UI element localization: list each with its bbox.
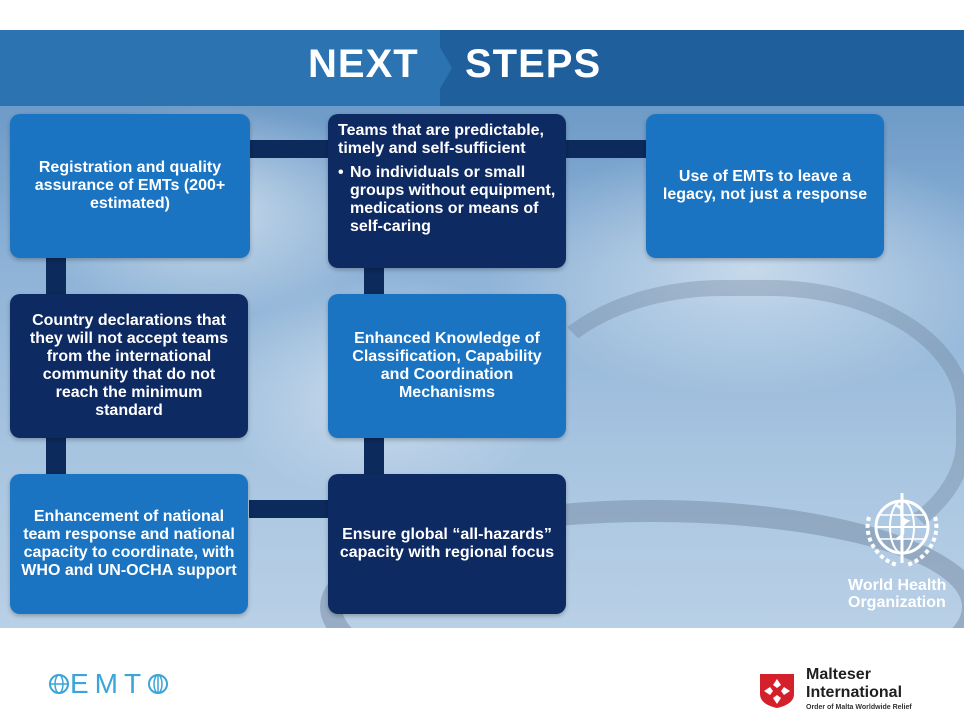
- bullet-icon: •: [338, 164, 344, 181]
- connector: [249, 140, 329, 158]
- chevron-icon: [430, 30, 452, 106]
- connector: [249, 500, 329, 518]
- box-registration: Registration and quality assurance of EM…: [10, 114, 250, 258]
- connector: [364, 266, 384, 296]
- connector: [46, 436, 66, 476]
- connector: [46, 256, 66, 296]
- malteser-line2: International: [806, 684, 903, 701]
- who-small-icon: [148, 674, 169, 694]
- who-name-line1: World Health: [848, 577, 947, 594]
- malteser-tagline: Order of Malta Worldwide Relief: [806, 704, 912, 711]
- malteser-text: Malteser International Order of Malta Wo…: [806, 666, 912, 711]
- box-country: Country declarations that they will not …: [10, 294, 248, 438]
- who-name-line2: Organization: [848, 594, 946, 611]
- box-teams: Teams that are predictable, timely and s…: [328, 114, 566, 268]
- who-emblem-icon: [865, 493, 939, 567]
- malteser-line1: Malteser: [806, 666, 871, 683]
- maltese-cross-icon: [760, 673, 794, 708]
- title-steps: STEPS: [465, 42, 602, 86]
- who-logo: World Health Organization: [848, 487, 956, 611]
- box-global: Ensure global “all-hazards” capacity wit…: [328, 474, 566, 614]
- box-teams-bullet-text: No individuals or small groups without e…: [350, 164, 556, 235]
- who-name: World Health Organization: [848, 577, 956, 611]
- box-knowledge: Enhanced Knowledge of Classification, Ca…: [328, 294, 566, 438]
- box-teams-bullet: • No individuals or small groups without…: [338, 164, 556, 236]
- connector: [364, 436, 384, 476]
- emt-logo: EMT: [48, 668, 169, 700]
- box-national: Enhancement of national team response an…: [10, 474, 248, 614]
- malteser-logo: Malteser International Order of Malta Wo…: [756, 666, 912, 711]
- title-next: NEXT: [308, 42, 419, 86]
- box-legacy: Use of EMTs to leave a legacy, not just …: [646, 114, 884, 258]
- emt-logo-text: EMT: [70, 668, 148, 699]
- title-band: [0, 30, 964, 106]
- globe-icon: [49, 674, 69, 694]
- connector: [565, 140, 647, 158]
- box-teams-heading: Teams that are predictable, timely and s…: [338, 122, 544, 157]
